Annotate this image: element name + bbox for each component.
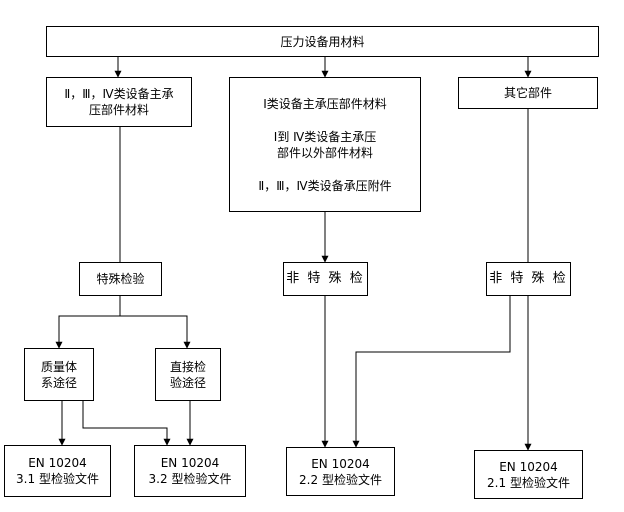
main-parts-line-1: Ⅱ，Ⅲ，Ⅳ类设备主承 [64,87,174,101]
root-box: 压力设备用材料 [46,26,599,57]
non-special-right-box: 非 特 殊 检 [486,262,571,296]
middle-line-2a: Ⅰ到 Ⅳ类设备主承压 [273,129,377,144]
middle-line-1: Ⅰ类设备主承压部件材料 [263,96,387,111]
doc-31-line-2: 3.1 型检验文件 [16,472,99,486]
quality-route-line-1: 质量体 [40,359,77,374]
non-special-right-label: 非 特 殊 检 [489,271,568,286]
doc-32-line-1: EN 10204 [160,456,220,470]
main-parts-box: Ⅱ，Ⅲ，Ⅳ类设备主承 压部件材料 [46,77,192,127]
root-label: 压力设备用材料 [280,34,365,49]
arrow-quality-32 [82,401,171,446]
doc-21-line-2: 2.1 型检验文件 [487,475,570,490]
other-parts-label: 其它部件 [503,86,552,100]
special-check-label: 特殊检验 [96,272,145,286]
special-check-box: 特殊检验 [79,262,162,296]
doc-22-line-1: EN 10204 [311,456,370,471]
non-special-middle-box: 非 特 殊 检 [283,262,368,296]
doc-32-line-2: 3.2 型检验文件 [148,472,232,486]
middle-parts-box: Ⅰ类设备主承压部件材料 Ⅰ到 Ⅳ类设备主承压 部件以外部件材料 Ⅱ，Ⅲ，Ⅳ类设备… [229,77,421,212]
arrow-nonspecial-to-22 [352,296,511,448]
doc-22-box: EN 10204 2.2 型检验文件 [286,447,395,496]
doc-32-box: EN 10204 3.2 型检验文件 [134,445,246,497]
doc-21-box: EN 10204 2.1 型检验文件 [474,450,583,499]
quality-route-box: 质量体 系途径 [24,348,94,401]
other-parts-box: 其它部件 [458,77,598,109]
line-special-split [55,296,121,349]
middle-line-2b: 部件以外部件材料 [276,145,373,160]
doc-31-box: EN 10204 3.1 型检验文件 [4,445,111,497]
non-special-middle-label: 非 特 殊 检 [286,271,365,286]
middle-line-3: Ⅱ，Ⅲ，Ⅳ类设备承压附件 [258,178,392,193]
doc-31-line-1: EN 10204 [28,456,87,470]
main-parts-line-2: 压部件材料 [88,103,149,117]
doc-21-line-1: EN 10204 [499,459,558,474]
direct-route-line-2: 验途径 [169,375,206,390]
doc-22-line-2: 2.2 型检验文件 [299,472,382,487]
quality-route-line-2: 系途径 [40,375,77,390]
line-special-direct [120,315,191,349]
direct-route-line-1: 直接检 [169,359,206,374]
direct-route-box: 直接检 验途径 [155,348,221,401]
